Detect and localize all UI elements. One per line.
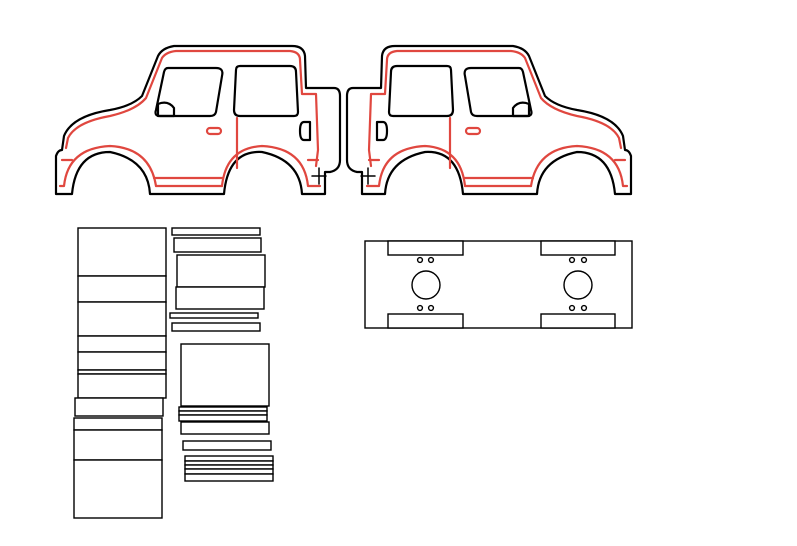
pin-hole-front-tl xyxy=(416,256,424,264)
car-side-left-front-window xyxy=(154,66,224,118)
panel-underbody-1 xyxy=(73,417,163,431)
tab-strip-8 xyxy=(180,421,270,435)
tab-strip-3 xyxy=(169,312,259,319)
pin-hole-rear-tr xyxy=(580,256,588,264)
pin-hole-rear-br xyxy=(580,304,588,312)
panel-underbody-3 xyxy=(73,459,163,519)
tab-strip-4 xyxy=(171,322,261,332)
tab-strip-1 xyxy=(171,227,261,236)
panel-roof-gap xyxy=(77,275,167,303)
car-side-right-crosshair xyxy=(360,167,376,185)
panel-front-2 xyxy=(77,351,167,371)
tab-strip-14 xyxy=(184,473,274,482)
car-side-left-fold-top xyxy=(64,49,320,168)
car-side-left-rear-window xyxy=(232,64,300,118)
car-side-left xyxy=(54,44,342,196)
panel-bumper xyxy=(74,397,164,417)
axle-hole-front xyxy=(411,270,441,300)
panel-rear xyxy=(175,286,265,310)
car-side-right-fold-top xyxy=(367,49,623,168)
panel-tailgate xyxy=(180,343,270,407)
car-side-left-fold-wheel-2 xyxy=(220,144,322,188)
car-side-left-outline xyxy=(54,44,342,196)
pin-hole-front-br xyxy=(427,304,435,312)
car-side-left-tail-light xyxy=(298,120,312,142)
panel-underbody-2 xyxy=(73,429,163,461)
car-side-right-front-window xyxy=(463,66,533,118)
body-panel-strip-middle xyxy=(169,227,274,482)
pin-hole-front-tr xyxy=(427,256,435,264)
pin-hole-front-bl xyxy=(416,304,424,312)
panel-front-1 xyxy=(77,335,167,353)
tab-strip-9 xyxy=(182,440,272,451)
car-side-right-mirror xyxy=(511,101,531,118)
pin-hole-rear-tl xyxy=(568,256,576,264)
car-side-left-fold-sill xyxy=(60,158,320,188)
car-side-right-fold-sill xyxy=(367,158,627,188)
car-side-right-tail-light xyxy=(375,120,389,142)
car-side-left-crosshair xyxy=(311,167,327,185)
tab-strip-2 xyxy=(173,237,262,253)
car-side-right-door-handle xyxy=(464,126,482,136)
axle-hole-rear xyxy=(563,270,593,300)
panel-hood xyxy=(77,301,167,337)
axle-mount-rear-top xyxy=(540,240,616,256)
car-side-right-rear-window xyxy=(387,64,455,118)
pin-hole-rear-bl xyxy=(568,304,576,312)
axle-mount-rear-bottom xyxy=(540,313,616,329)
tab-strip-7 xyxy=(178,414,268,422)
car-side-right-fold-wheel-1 xyxy=(529,144,629,188)
car-side-left-door-handle xyxy=(205,126,223,136)
car-side-left-fold-wheel-1 xyxy=(58,144,158,188)
car-side-right-outline xyxy=(345,44,633,196)
axle-mount-front-bottom xyxy=(387,313,464,329)
car-side-right xyxy=(345,44,633,196)
body-panel-strip-left xyxy=(73,227,167,519)
panel-rear-window xyxy=(176,254,266,288)
tab-strip-10 xyxy=(184,455,274,462)
car-side-right-fold-wheel-2 xyxy=(365,144,467,188)
chassis-plate xyxy=(364,240,633,329)
panel-front-4 xyxy=(77,373,167,399)
tab-strip-13 xyxy=(184,468,274,475)
car-side-left-mirror xyxy=(156,101,176,118)
panel-roof-top xyxy=(77,227,167,277)
axle-mount-front-top xyxy=(387,240,464,256)
